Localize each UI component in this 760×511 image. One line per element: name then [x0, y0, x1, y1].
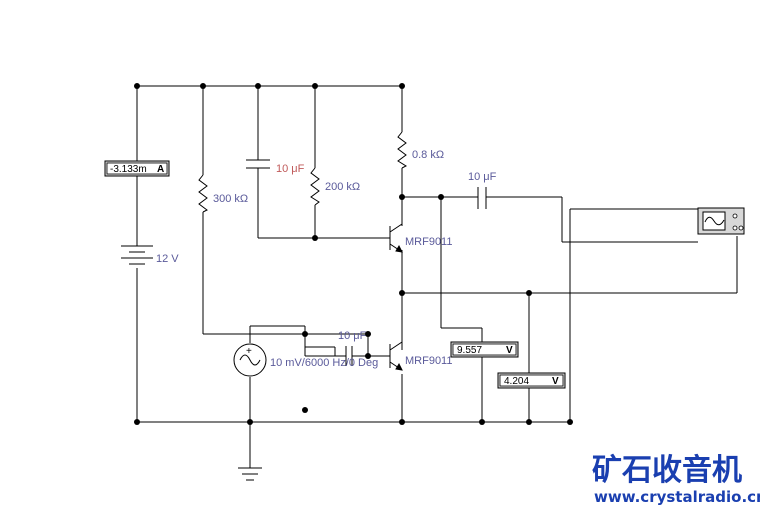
sine-wave-icon [704, 216, 725, 226]
oscilloscope[interactable] [697, 207, 745, 235]
ac-source: + [233, 343, 267, 377]
q1-label: MRF9011 [405, 236, 452, 248]
voltmeter-2-reading: 4.204 [504, 376, 529, 387]
voltmeter-1[interactable]: 9.557 V [450, 341, 519, 358]
junction-dots [134, 83, 573, 425]
resistor-rc [397, 131, 408, 169]
r2-label: 200 kΩ [325, 181, 360, 193]
voltmeter-2[interactable]: 4.204 V [497, 372, 566, 389]
svg-text:+: + [246, 346, 252, 357]
voltmeter-1-unit: V [506, 345, 513, 356]
c-in-label: 10 μF [338, 330, 367, 342]
battery [121, 245, 153, 265]
resistor-r1 [198, 174, 208, 213]
transistor-q1 [386, 223, 403, 253]
voltmeter-1-reading: 9.557 [457, 345, 482, 356]
watermark: 矿石收音机 www.crystalradio.cn [592, 453, 760, 506]
transistor-q2 [386, 341, 403, 371]
c-out-label: 10 μF [468, 171, 497, 183]
ammeter-unit: A [157, 164, 164, 175]
rc-label: 0.8 kΩ [412, 149, 444, 161]
wires [136, 85, 738, 481]
q2-label: MRF9011 [405, 355, 452, 367]
ammeter[interactable]: -3.133m A [104, 160, 170, 177]
capacitor-c1 [246, 159, 270, 169]
capacitor-out [477, 187, 487, 209]
resistor-r2 [310, 167, 320, 206]
r1-label: 300 kΩ [213, 193, 248, 205]
voltmeter-2-unit: V [552, 376, 559, 387]
source-label: 10 mV/6000 Hz/0 Deg [270, 357, 378, 369]
capacitor-in [345, 346, 353, 366]
battery-label: 12 V [156, 253, 179, 265]
watermark-title: 矿石收音机 [592, 453, 742, 488]
c1-label: 10 μF [276, 163, 305, 175]
watermark-url: www.crystalradio.cn [594, 488, 760, 506]
ammeter-reading: -3.133m [110, 164, 147, 175]
